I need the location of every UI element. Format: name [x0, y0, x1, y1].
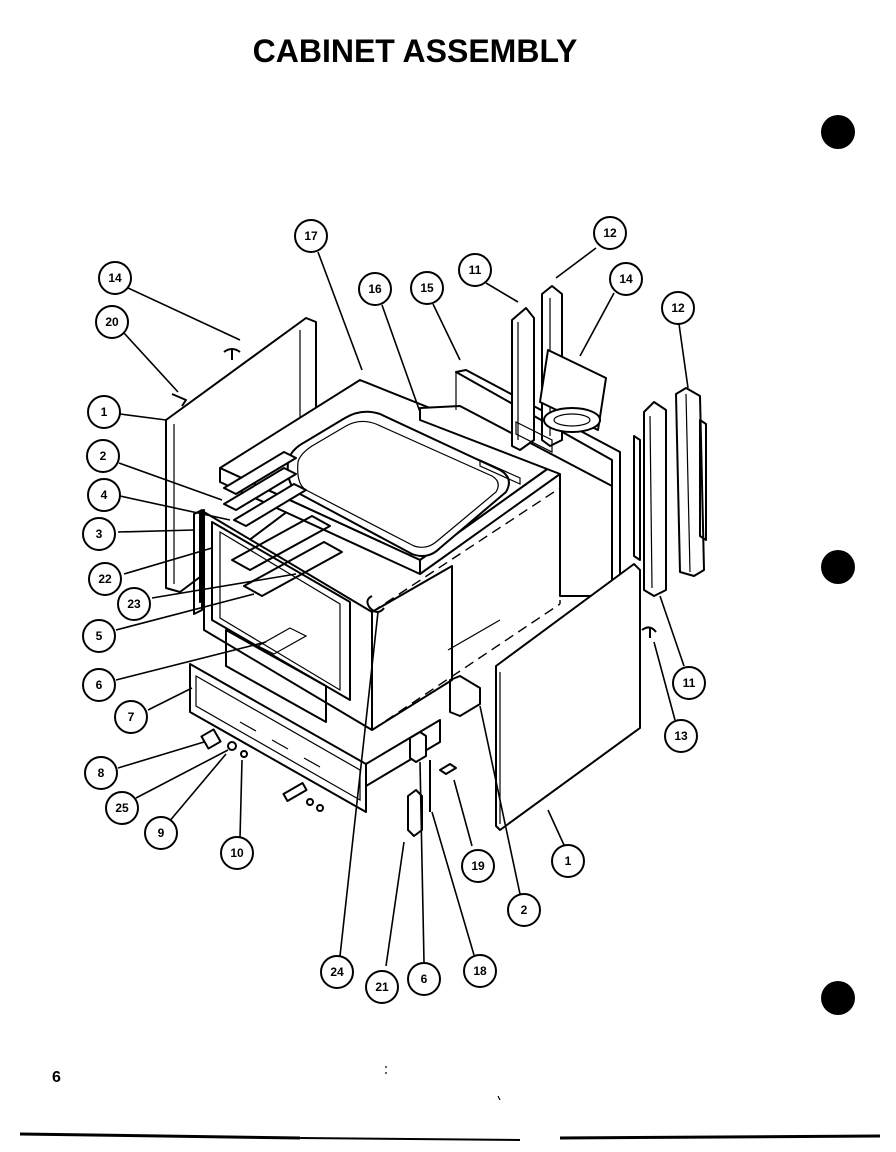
rear-panel — [419, 405, 613, 597]
svg-text:12: 12 — [671, 301, 685, 315]
callout-25: 25 — [105, 791, 139, 825]
callout-14: 14 — [98, 261, 132, 295]
right-interior-brace — [447, 619, 501, 717]
vent-duct — [515, 349, 607, 453]
broiler-box — [225, 627, 327, 723]
svg-text:4: 4 — [101, 488, 108, 502]
svg-text:14: 14 — [108, 271, 122, 285]
svg-text:1: 1 — [101, 405, 108, 419]
svg-text:15: 15 — [420, 281, 434, 295]
scan-edge-marks — [19, 1132, 881, 1141]
page-number: 6 — [52, 1069, 61, 1086]
callout-2: 2 — [507, 893, 541, 927]
svg-text:16: 16 — [368, 282, 382, 296]
svg-text:10: 10 — [230, 846, 244, 860]
svg-text:5: 5 — [96, 629, 103, 643]
callout-7: 7 — [114, 700, 148, 734]
oven-body — [203, 487, 561, 731]
callout-17: 17 — [294, 219, 328, 253]
callout-6: 6 — [407, 962, 441, 996]
svg-text:23: 23 — [127, 597, 141, 611]
svg-text:2: 2 — [521, 903, 528, 917]
callout-19: 19 — [461, 849, 495, 883]
callout-2: 2 — [86, 439, 120, 473]
svg-text:18: 18 — [473, 964, 487, 978]
gasket-hook — [366, 595, 385, 613]
small-clips — [171, 348, 657, 638]
callout-24: 24 — [320, 955, 354, 989]
svg-text:7: 7 — [128, 710, 135, 724]
callout-11: 11 — [458, 253, 492, 287]
callout-13: 13 — [664, 719, 698, 753]
callout-9: 9 — [144, 816, 178, 850]
right-front-brace — [633, 401, 667, 597]
callout-12: 12 — [593, 216, 627, 250]
callout-16: 16 — [358, 272, 392, 306]
exploded-parts — [165, 285, 707, 1101]
svg-text:8: 8 — [98, 766, 105, 780]
callout-21: 21 — [365, 970, 399, 1004]
punch-hole-top — [821, 115, 855, 149]
callout-12: 12 — [661, 291, 695, 325]
callout-6: 6 — [82, 668, 116, 702]
callout-3: 3 — [82, 517, 116, 551]
svg-text:24: 24 — [330, 965, 344, 979]
svg-text:12: 12 — [603, 226, 617, 240]
svg-text:21: 21 — [375, 980, 389, 994]
svg-text:17: 17 — [304, 229, 318, 243]
callout-15: 15 — [410, 271, 444, 305]
svg-text:19: 19 — [471, 859, 485, 873]
callout-8: 8 — [84, 756, 118, 790]
callout-18: 18 — [463, 954, 497, 988]
fasteners — [200, 728, 324, 812]
callout-10: 10 — [220, 836, 254, 870]
callout-5: 5 — [82, 619, 116, 653]
front-frame — [193, 509, 205, 615]
right-side-panel — [495, 563, 641, 831]
leader-lines — [115, 247, 689, 967]
punch-hole-middle — [821, 550, 855, 584]
callout-14: 14 — [609, 262, 643, 296]
svg-text:6: 6 — [421, 972, 428, 986]
svg-text:20: 20 — [105, 315, 119, 329]
svg-text:14: 14 — [619, 272, 633, 286]
svg-text:11: 11 — [683, 676, 696, 690]
punch-hole-bottom — [821, 981, 855, 1015]
callout-1: 1 — [87, 395, 121, 429]
callout-22: 22 — [88, 562, 122, 596]
svg-text:13: 13 — [674, 729, 688, 743]
callout-20: 20 — [95, 305, 129, 339]
callout-1: 1 — [551, 844, 585, 878]
svg-text:22: 22 — [98, 572, 112, 586]
page-title: CABINET ASSEMBLY — [253, 33, 578, 69]
callout-4: 4 — [87, 478, 121, 512]
shelf-rails — [223, 451, 343, 597]
svg-text:3: 3 — [96, 527, 103, 541]
svg-text:9: 9 — [158, 826, 165, 840]
svg-text:1: 1 — [565, 854, 572, 868]
svg-text:6: 6 — [96, 678, 103, 692]
callout-11: 11 — [672, 666, 706, 700]
callouts: 14 20 1 2 4 3 22 23 5 6 7 8 25 9 10 17 1… — [82, 216, 706, 1004]
svg-text:25: 25 — [115, 801, 129, 815]
right-trim-strip — [675, 387, 707, 577]
svg-text:2: 2 — [100, 449, 107, 463]
svg-text:11: 11 — [469, 263, 482, 277]
callout-23: 23 — [117, 587, 151, 621]
